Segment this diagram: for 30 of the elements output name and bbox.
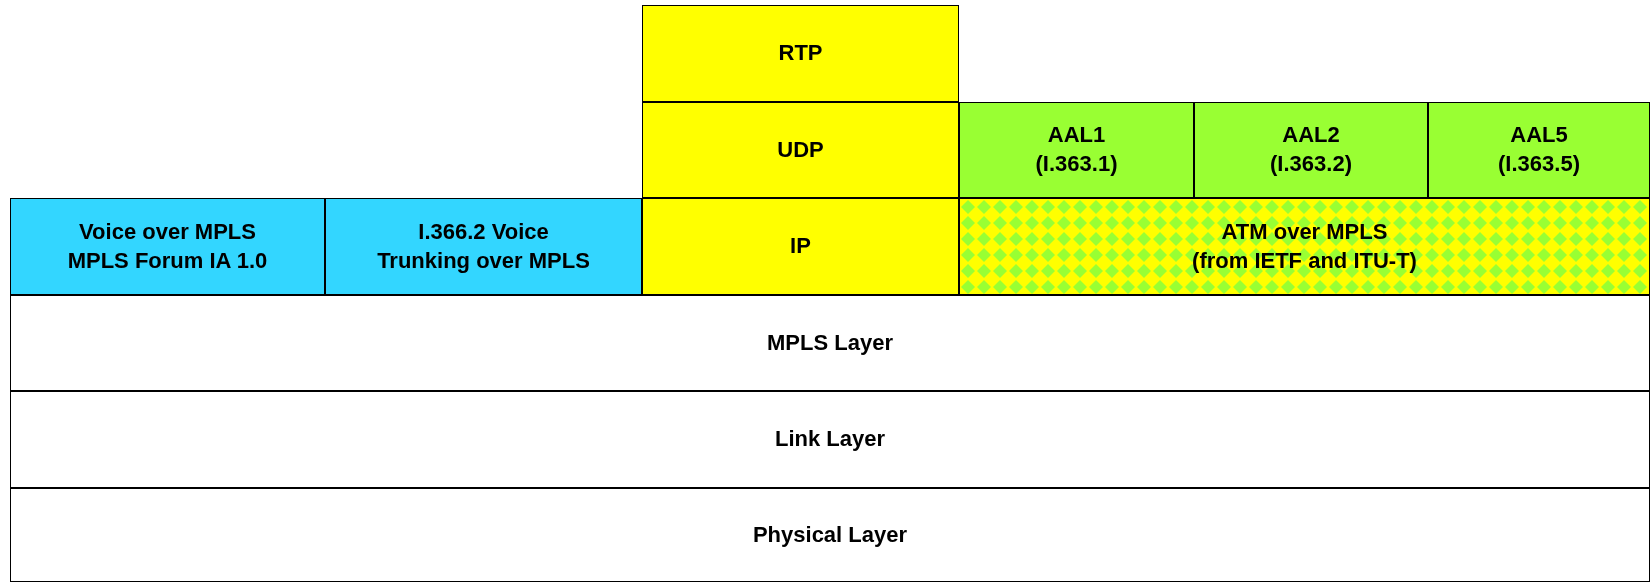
layer-band xyxy=(10,488,1650,582)
layer-label: UDP xyxy=(777,135,824,164)
protocol-layer-box xyxy=(325,198,642,295)
protocol-layer-box xyxy=(642,198,959,295)
layer-sublabel: Trunking over MPLS xyxy=(377,246,590,275)
protocol-layer-box xyxy=(1194,102,1428,198)
layer-band xyxy=(10,391,1650,488)
layer-label: Link Layer xyxy=(774,425,885,454)
layer-sublabel: (I.363.1) xyxy=(1035,150,1118,178)
layer-sublabel: (I.363.2) xyxy=(1270,150,1352,178)
protocol-layer-box xyxy=(1428,102,1650,198)
layer-label: I.366.2 Voice xyxy=(418,217,549,246)
protocol-layer-box xyxy=(959,102,1194,198)
layer-label: IP xyxy=(790,232,811,261)
layer-sublabel: (I.363.5) xyxy=(1498,150,1580,178)
patterned-layer-box xyxy=(959,198,1650,295)
protocol-layer-box xyxy=(10,198,325,295)
layer-sublabel: (from IETF and ITU-T) xyxy=(1192,246,1417,275)
layer-label: Physical Layer xyxy=(752,520,908,549)
layer-label: AAL2 xyxy=(1282,121,1340,150)
layer-label: AAL1 xyxy=(1047,121,1106,150)
layer-label: ATM over MPLS xyxy=(1221,217,1388,246)
layer-band xyxy=(10,295,1650,391)
layer-label: Voice over MPLS xyxy=(79,217,256,246)
layer-sublabel: MPLS Forum IA 1.0 xyxy=(67,246,268,275)
layer-label: MPLS Layer xyxy=(767,328,893,357)
protocol-layer-box xyxy=(642,5,959,102)
layer-label: RTP xyxy=(778,39,823,68)
layer-label: AAL5 xyxy=(1510,121,1568,150)
protocol-layer-box xyxy=(642,102,959,198)
